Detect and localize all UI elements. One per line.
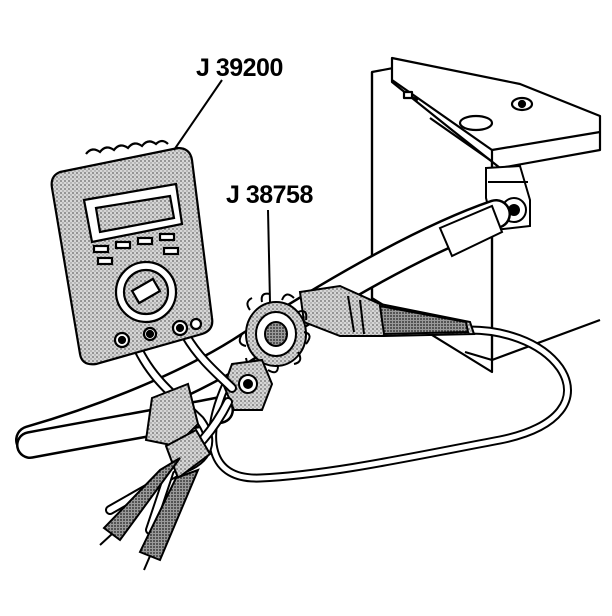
current-probe-callout-label: J 38758 [226, 181, 313, 209]
cable-boot [438, 204, 504, 258]
probe-lead [208, 321, 572, 483]
vent-cap-1 [458, 114, 494, 132]
meter-body [50, 146, 214, 366]
leader-lines [173, 79, 271, 303]
probe-jaw [298, 284, 476, 337]
current-probe [222, 292, 311, 411]
leader-meter [173, 79, 223, 151]
multimeter [50, 139, 214, 366]
input-jack-4 [189, 317, 203, 331]
lower-cable [16, 396, 234, 459]
leader-probe [267, 209, 271, 303]
multimeter-callout-label: J 39200 [196, 54, 283, 82]
lead-plugs [99, 382, 212, 571]
battery [370, 56, 602, 374]
